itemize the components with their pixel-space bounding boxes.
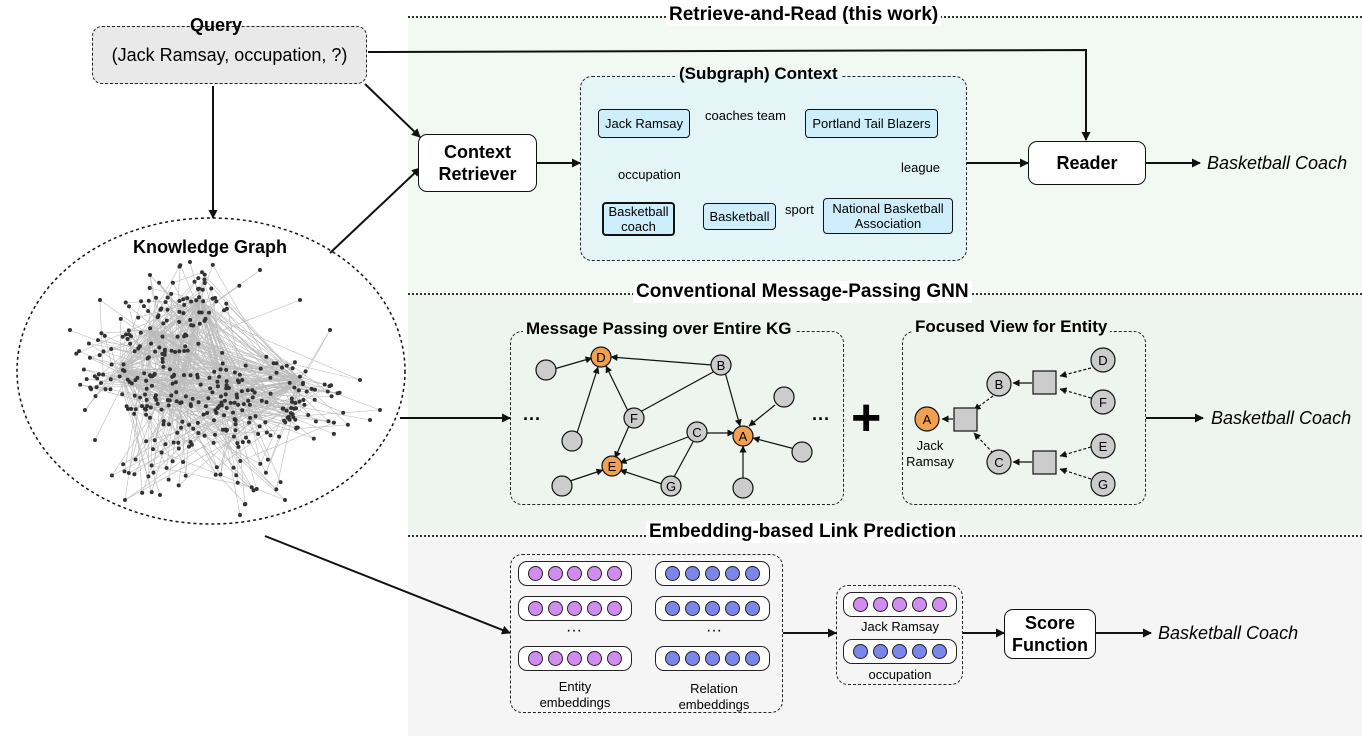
focus-node-label: A <box>923 412 932 427</box>
focus-entity-node <box>1090 389 1116 415</box>
mp-node <box>791 441 813 463</box>
mp-node <box>535 359 557 381</box>
kg-title: Knowledge Graph <box>132 237 287 257</box>
arrow-kg-to-embed <box>264 535 511 635</box>
mp-node-label: D <box>596 350 605 365</box>
ctx-label-occupation: occupation <box>618 167 681 182</box>
kg-graph-drawing <box>68 260 382 517</box>
focus-entity-node <box>986 371 1012 397</box>
relation-caption: Relation embeddings <box>678 681 750 712</box>
focus-entity-node <box>1090 433 1116 459</box>
occupation-embedding-caption: occupation <box>868 667 932 682</box>
focus-jack-label: Jack Ramsay <box>906 438 954 469</box>
mp-node <box>732 425 754 447</box>
entity-caption: Entity embeddings <box>539 679 611 710</box>
mp-node-label: F <box>630 411 638 426</box>
ctx-node-basketball: Basketball <box>703 203 776 230</box>
gnn-section-title: Conventional Message-Passing GNN <box>633 281 972 303</box>
jack-embedding-row <box>843 592 957 617</box>
mp-node-label: C <box>692 425 701 440</box>
focus-entity-node <box>914 406 940 432</box>
focus-nodes: A B C D F E G <box>914 347 1116 497</box>
context-title: (Subgraph) Context <box>676 64 841 84</box>
mp-node <box>686 421 708 443</box>
kg-boundary <box>16 217 406 525</box>
ctx-label-league: league <box>901 160 941 175</box>
jack-embedding-caption: Jack Ramsay <box>860 619 940 634</box>
score-function-box: Score Function <box>1004 609 1096 659</box>
ctx-node-jack: Jack Ramsay <box>598 109 690 138</box>
plus-sign: + <box>851 389 882 447</box>
mp-node <box>623 407 645 429</box>
mp-node-label: A <box>739 429 748 444</box>
entity-ellipsis: ··· <box>566 622 582 639</box>
mp-node <box>551 475 573 497</box>
focus-graph <box>941 367 1092 480</box>
focus-node-label: D <box>1098 353 1107 368</box>
embed-section-title: Embedding-based Link Prediction <box>646 521 960 543</box>
context-retriever-box: Context Retriever <box>418 134 537 192</box>
retrieve-output: Basketball Coach <box>1207 153 1348 173</box>
embed-output: Basketball Coach <box>1158 623 1299 643</box>
mp-ellipsis-right: ··· <box>812 409 830 429</box>
mp-node-label: G <box>666 479 676 494</box>
focus-node-label: C <box>994 455 1003 470</box>
mp-nodes: D B F C A E G <box>535 346 813 499</box>
arrow-query-to-retriever <box>364 83 421 138</box>
mp-box <box>510 331 844 505</box>
mp-node <box>561 430 583 452</box>
focus-entity-node <box>1090 347 1116 373</box>
focus-relation-node <box>953 407 978 432</box>
relation-ellipsis: ··· <box>706 622 722 639</box>
relation-embedding-row <box>655 596 770 621</box>
pair-box <box>836 585 963 685</box>
ctx-label-coaches: coaches team <box>705 108 786 123</box>
focus-node-label: F <box>1099 395 1107 410</box>
arrow-kg-to-retriever <box>329 167 421 254</box>
mp-node <box>732 477 754 499</box>
entity-embedding-row <box>518 561 632 586</box>
embed-box <box>510 554 783 713</box>
retrieve-section-title: Retrieve-and-Read (this work) <box>666 4 942 26</box>
focus-node-label: G <box>1098 477 1108 492</box>
gnn-output: Basketball Coach <box>1211 408 1352 428</box>
focus-title: Focused View for Entity <box>912 317 1111 337</box>
relation-embedding-row <box>655 561 770 586</box>
mp-ellipsis-left: ··· <box>523 409 541 429</box>
mp-node <box>660 475 682 497</box>
ctx-label-sport: sport <box>785 202 814 217</box>
mp-node-label: E <box>608 459 617 474</box>
focus-node-label: E <box>1099 439 1108 454</box>
mp-node-label: B <box>717 358 726 373</box>
focus-box <box>902 331 1146 505</box>
arrow-query-to-reader <box>367 48 1091 141</box>
mp-node <box>590 346 612 368</box>
query-title: Query <box>190 15 243 35</box>
mp-graph <box>553 354 796 485</box>
query-box <box>92 26 367 84</box>
mp-node <box>710 354 732 376</box>
occupation-embedding-row <box>843 639 957 664</box>
focus-entity-node <box>1090 471 1116 497</box>
mp-node <box>773 386 795 408</box>
focus-relation-node <box>1032 450 1057 475</box>
focus-entity-node <box>986 449 1012 475</box>
ctx-node-nba: National Basketball Association <box>823 198 953 234</box>
focus-relation-node <box>1032 370 1057 395</box>
focus-node-label: B <box>995 377 1004 392</box>
entity-embedding-row <box>518 596 632 621</box>
mp-title: Message Passing over Entire KG <box>523 319 795 339</box>
entity-embedding-row <box>518 646 632 671</box>
relation-embedding-row <box>655 646 770 671</box>
query-text: (Jack Ramsay, occupation, ?) <box>111 45 348 65</box>
reader-box: Reader <box>1028 141 1146 185</box>
ctx-node-coach: Basketball coach <box>602 202 675 236</box>
ctx-node-portland: Portland Tail Blazers <box>805 109 938 138</box>
mp-node <box>601 455 623 477</box>
